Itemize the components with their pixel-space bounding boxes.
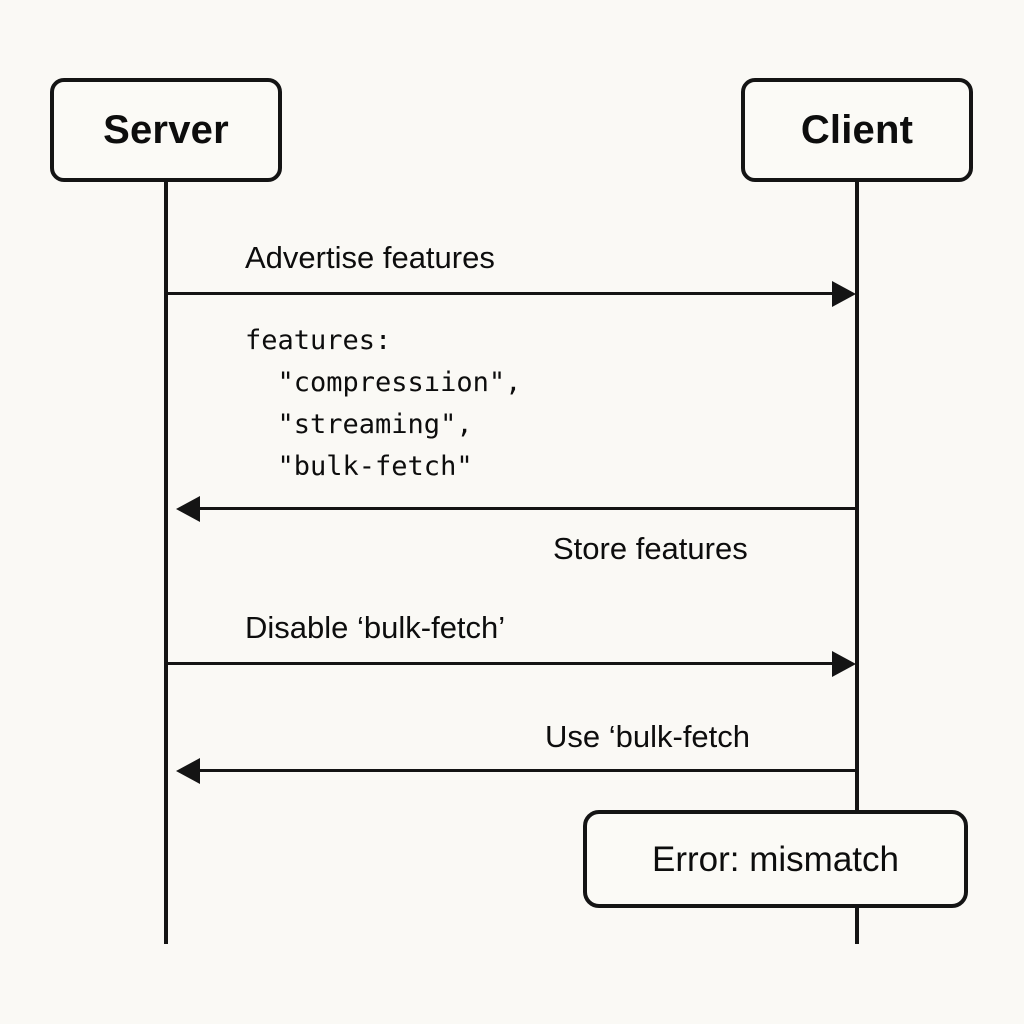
participant-client[interactable]: Client <box>741 78 973 182</box>
message-label-use-bulk-fetch: Use ‘bulk-fetch <box>545 719 751 754</box>
arrowhead-right-advertise-features <box>832 281 856 307</box>
participant-client-label: Client <box>800 108 914 152</box>
message-label-advertise-features: Advertise features <box>245 240 495 275</box>
message-line-disable-bulk-fetch <box>166 662 838 665</box>
arrowhead-left-use-bulk-fetch <box>176 758 200 784</box>
message-label-disable-bulk-fetch: Disable ‘bulk-fetch’ <box>245 610 506 645</box>
lifeline-server <box>164 182 168 944</box>
participant-server[interactable]: Server <box>50 78 282 182</box>
message-line-use-bulk-fetch <box>184 769 856 772</box>
lifeline-client <box>855 182 859 944</box>
message-line-return-features <box>184 507 856 510</box>
arrowhead-right-disable-bulk-fetch <box>832 651 856 677</box>
error-box[interactable]: Error: mismatch <box>583 810 968 908</box>
message-label-store-features: Store features <box>553 531 748 566</box>
arrowhead-left-return-features <box>176 496 200 522</box>
participant-server-label: Server <box>103 108 229 152</box>
error-box-label: Error: mismatch <box>652 839 899 879</box>
message-line-advertise-features <box>166 292 838 295</box>
note-features-list: features: "compressıion", "streaming", "… <box>245 325 522 482</box>
